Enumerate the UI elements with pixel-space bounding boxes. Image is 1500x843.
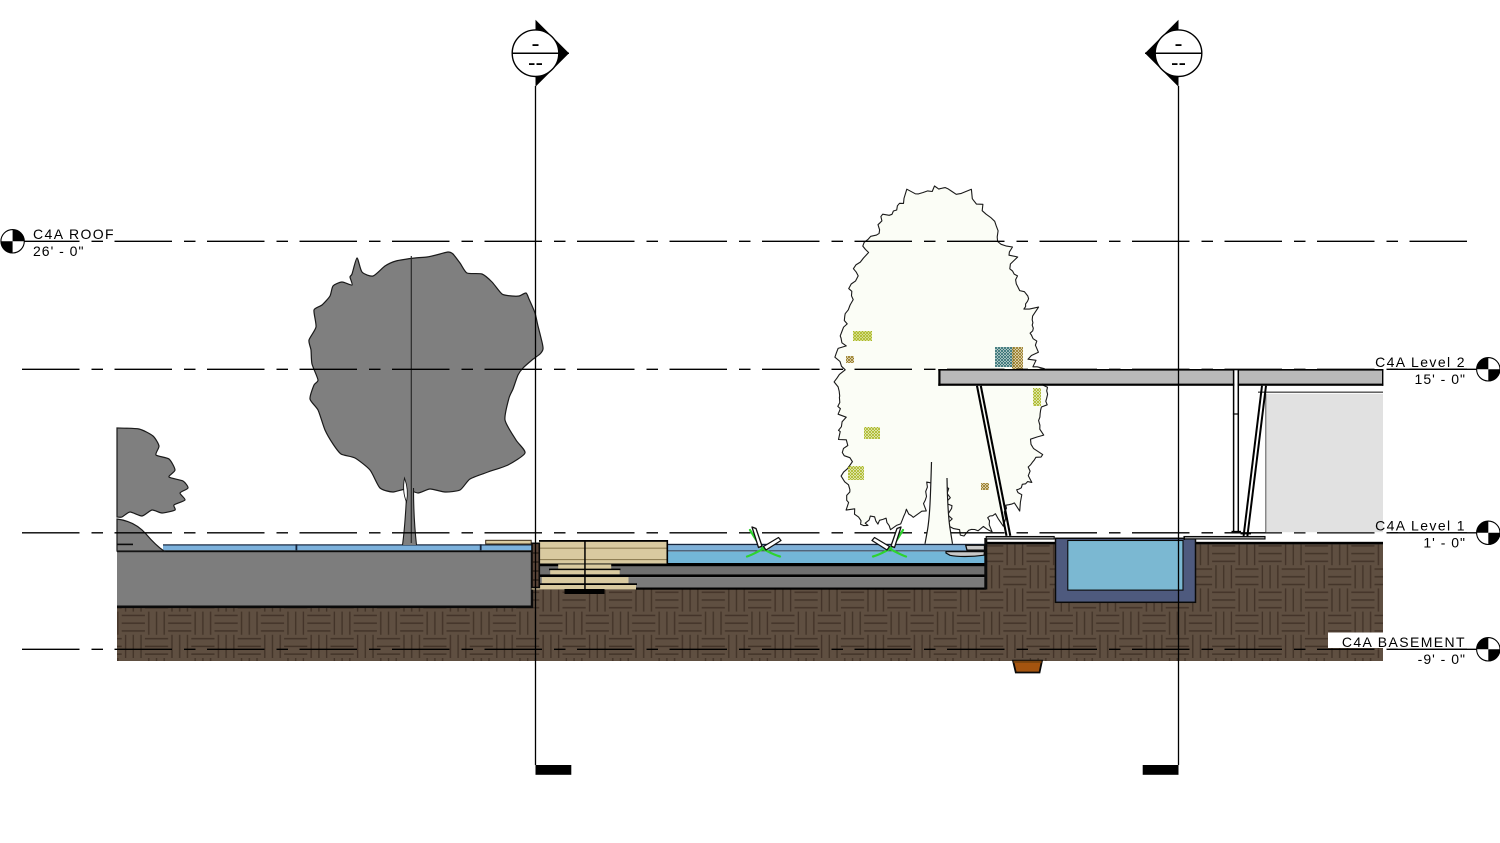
svg-text:C4A BASEMENT: C4A BASEMENT [1342, 634, 1466, 650]
svg-text:-9' - 0": -9' - 0" [1418, 651, 1466, 667]
svg-text:1' - 0": 1' - 0" [1423, 535, 1466, 551]
svg-text:C4A Level 1: C4A Level 1 [1375, 517, 1466, 533]
svg-text:C4A ROOF: C4A ROOF [33, 226, 115, 242]
svg-text:C4A Level 2: C4A Level 2 [1375, 354, 1466, 370]
svg-text:26' - 0": 26' - 0" [33, 243, 84, 259]
svg-text:15' - 0": 15' - 0" [1415, 371, 1466, 387]
